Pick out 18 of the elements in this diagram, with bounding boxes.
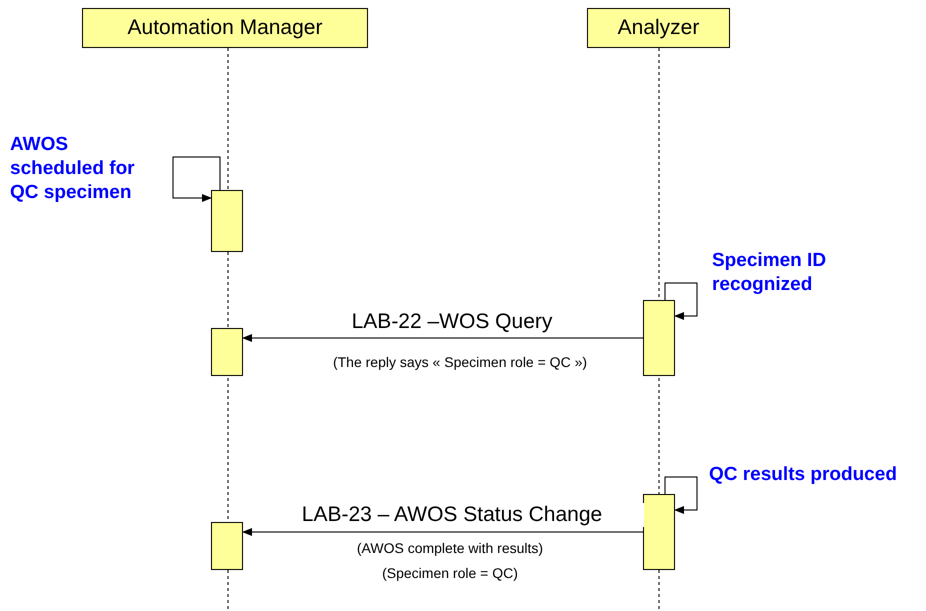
- lifeline-header: Analyzer: [587, 8, 730, 48]
- message-note: (AWOS complete with results): [356, 540, 544, 556]
- self-message-arrow: [172, 156, 220, 202]
- lifeline-header: Automation Manager: [82, 8, 368, 48]
- self-message-arrow: [664, 282, 698, 320]
- action-note: QC results produced: [709, 463, 898, 487]
- message-arrow: [242, 334, 644, 342]
- message-note: (Specimen role = QC): [381, 565, 519, 581]
- action-note: AWOS scheduled for QC specimen: [10, 133, 136, 205]
- message-note: (The reply says « Specimen role = QC »): [332, 354, 588, 370]
- self-message-arrow: [664, 476, 698, 514]
- action-note: Specimen ID recognized: [712, 249, 828, 297]
- activation-bar: [643, 300, 675, 376]
- activation-bar: [211, 522, 243, 570]
- message-arrow: [242, 528, 644, 536]
- activation-bar: [643, 494, 675, 570]
- activation-bar: [211, 190, 243, 252]
- activation-bar: [211, 328, 243, 376]
